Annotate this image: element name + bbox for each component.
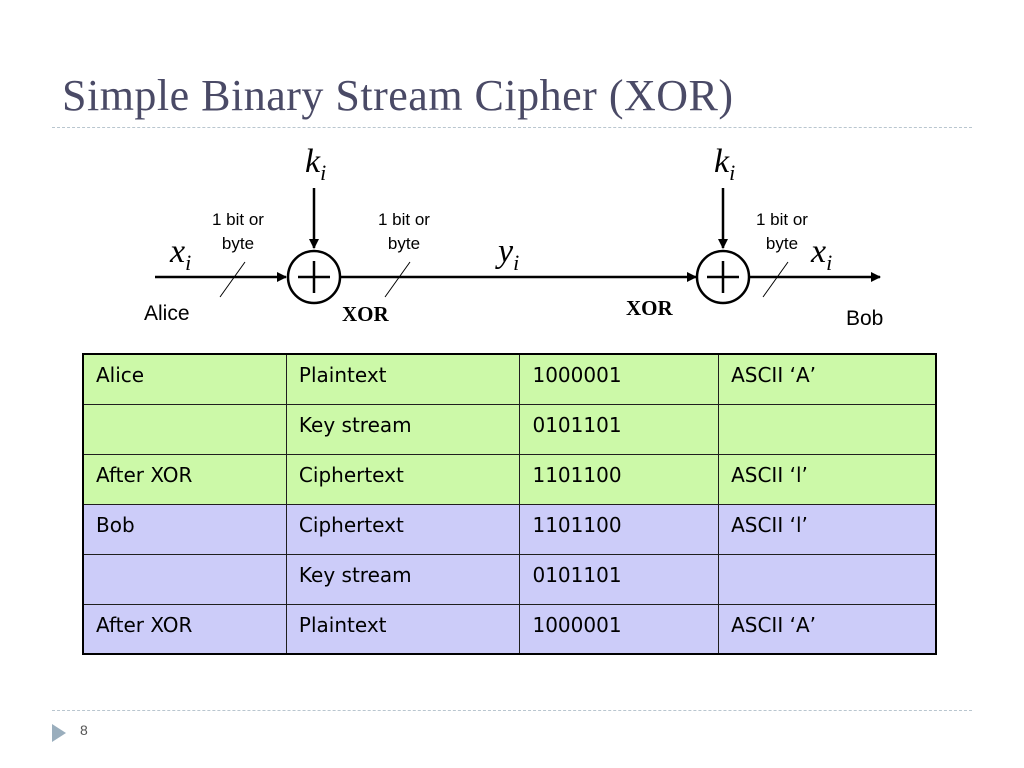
xor-gate-encrypt	[286, 249, 342, 305]
table-cell-ascii: ASCII ‘A’	[718, 353, 937, 405]
xor-label-decrypt: XOR	[626, 296, 674, 320]
table-cell-bits: 1101100	[519, 453, 720, 505]
footer-divider	[52, 710, 972, 711]
unit-note-cipher-line2: byte	[388, 234, 420, 253]
xor-example-table: Alice Plaintext 1000001 ASCII ‘A’ Key st…	[82, 353, 937, 655]
width-slash-cipher	[384, 261, 411, 298]
table-cell-party: Bob	[82, 503, 287, 555]
title-divider	[52, 127, 972, 128]
table-row: Key stream 0101101	[82, 553, 937, 605]
table-cell-role: Key stream	[285, 553, 521, 605]
page-number: 8	[80, 722, 88, 738]
table-cell-bits: 0101101	[519, 403, 720, 455]
xor-stream-cipher-diagram: ki ki xi yi xi 1 bit or byte 1 bit or by…	[144, 143, 883, 330]
table-cell-party: After XOR	[82, 603, 287, 655]
width-slash-input	[219, 261, 246, 298]
key-label-decrypt: ki	[714, 143, 735, 185]
table-cell-ascii: ASCII ‘A’	[718, 603, 937, 655]
receiver-label: Bob	[846, 307, 883, 330]
table-row: After XOR Ciphertext 1101100 ASCII ‘l’	[82, 453, 937, 505]
table-row: Alice Plaintext 1000001 ASCII ‘A’	[82, 353, 937, 405]
table-cell-party	[82, 403, 287, 455]
table-cell-bits: 0101101	[519, 553, 720, 605]
table-cell-ascii	[718, 553, 937, 605]
table-cell-role: Ciphertext	[285, 453, 521, 505]
table-cell-role: Key stream	[285, 403, 521, 455]
plaintext-var-label: xi	[169, 233, 191, 275]
slide-title: Simple Binary Stream Cipher (XOR)	[62, 71, 734, 120]
table-cell-ascii: ASCII ‘l’	[718, 503, 937, 555]
table-cell-party	[82, 553, 287, 605]
unit-note-cipher-line1: 1 bit or	[378, 210, 430, 229]
table-cell-bits: 1000001	[519, 353, 720, 405]
table-cell-ascii: ASCII ‘l’	[718, 453, 937, 505]
unit-note-output-line1: 1 bit or	[756, 210, 808, 229]
table-row: Bob Ciphertext 1101100 ASCII ‘l’	[82, 503, 937, 555]
table-cell-bits: 1101100	[519, 503, 720, 555]
ciphertext-var-label: yi	[495, 233, 519, 275]
key-label-encrypt: ki	[305, 143, 326, 185]
table-cell-bits: 1000001	[519, 603, 720, 655]
xor-gate-decrypt	[695, 249, 751, 305]
decrypted-var-label: xi	[810, 233, 832, 275]
table-cell-party: After XOR	[82, 453, 287, 505]
table-row: Key stream 0101101	[82, 403, 937, 455]
unit-note-input-line2: byte	[222, 234, 254, 253]
table-cell-role: Ciphertext	[285, 503, 521, 555]
table-cell-ascii	[718, 403, 937, 455]
table-cell-party: Alice	[82, 353, 287, 405]
xor-label-encrypt: XOR	[342, 302, 390, 326]
table-cell-role: Plaintext	[285, 603, 521, 655]
unit-note-output-line2: byte	[766, 234, 798, 253]
table-row: After XOR Plaintext 1000001 ASCII ‘A’	[82, 603, 937, 655]
unit-note-input-line1: 1 bit or	[212, 210, 264, 229]
sender-label: Alice	[144, 302, 190, 325]
table-cell-role: Plaintext	[285, 353, 521, 405]
width-slash-output	[762, 261, 789, 298]
slide-bullet-arrow-icon	[52, 724, 66, 742]
